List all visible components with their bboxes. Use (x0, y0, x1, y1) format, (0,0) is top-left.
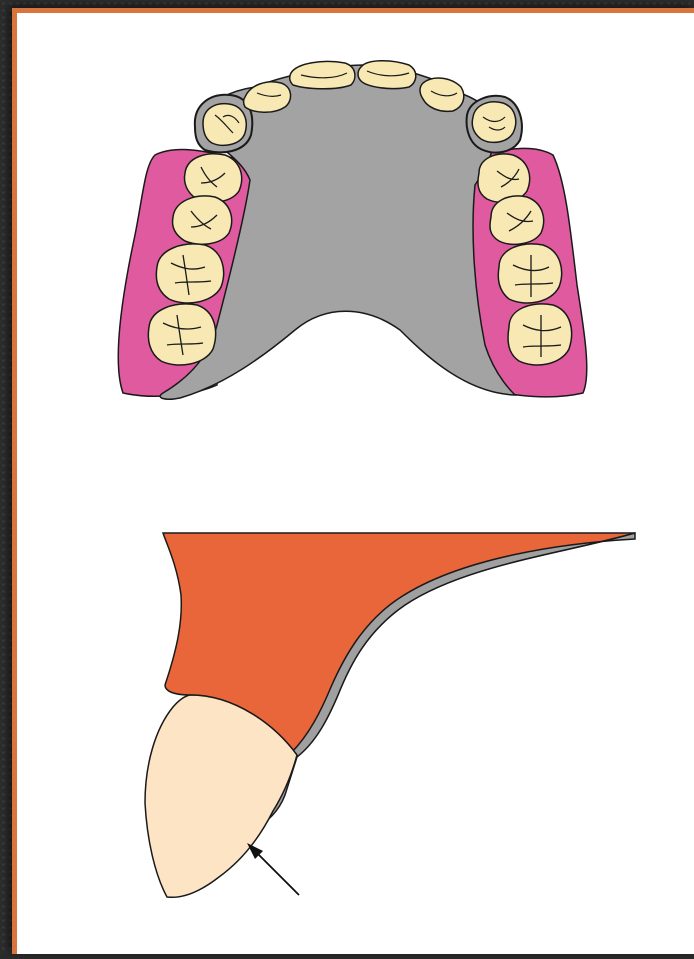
sagittal-section-figure (145, 533, 635, 897)
tooth-left-premolar-2 (173, 196, 232, 244)
tooth-left-molar-1 (156, 244, 223, 303)
maxillary-arch-figure (118, 61, 586, 399)
tooth-right-molar-1 (498, 244, 561, 303)
dental-illustration (17, 13, 694, 959)
tooth-right-premolar-1 (478, 154, 530, 202)
tooth-upper-left-lateral (244, 82, 291, 113)
tooth-upper-left-central (290, 61, 355, 88)
tooth-left-molar-2 (148, 304, 215, 365)
slide-panel (12, 8, 694, 954)
tooth-right-premolar-2 (490, 196, 544, 244)
tooth-upper-right-central (358, 61, 416, 89)
tooth-right-molar-2 (508, 304, 572, 365)
tooth-left-premolar-1 (185, 154, 242, 202)
arrow-up-left-icon (247, 843, 299, 895)
